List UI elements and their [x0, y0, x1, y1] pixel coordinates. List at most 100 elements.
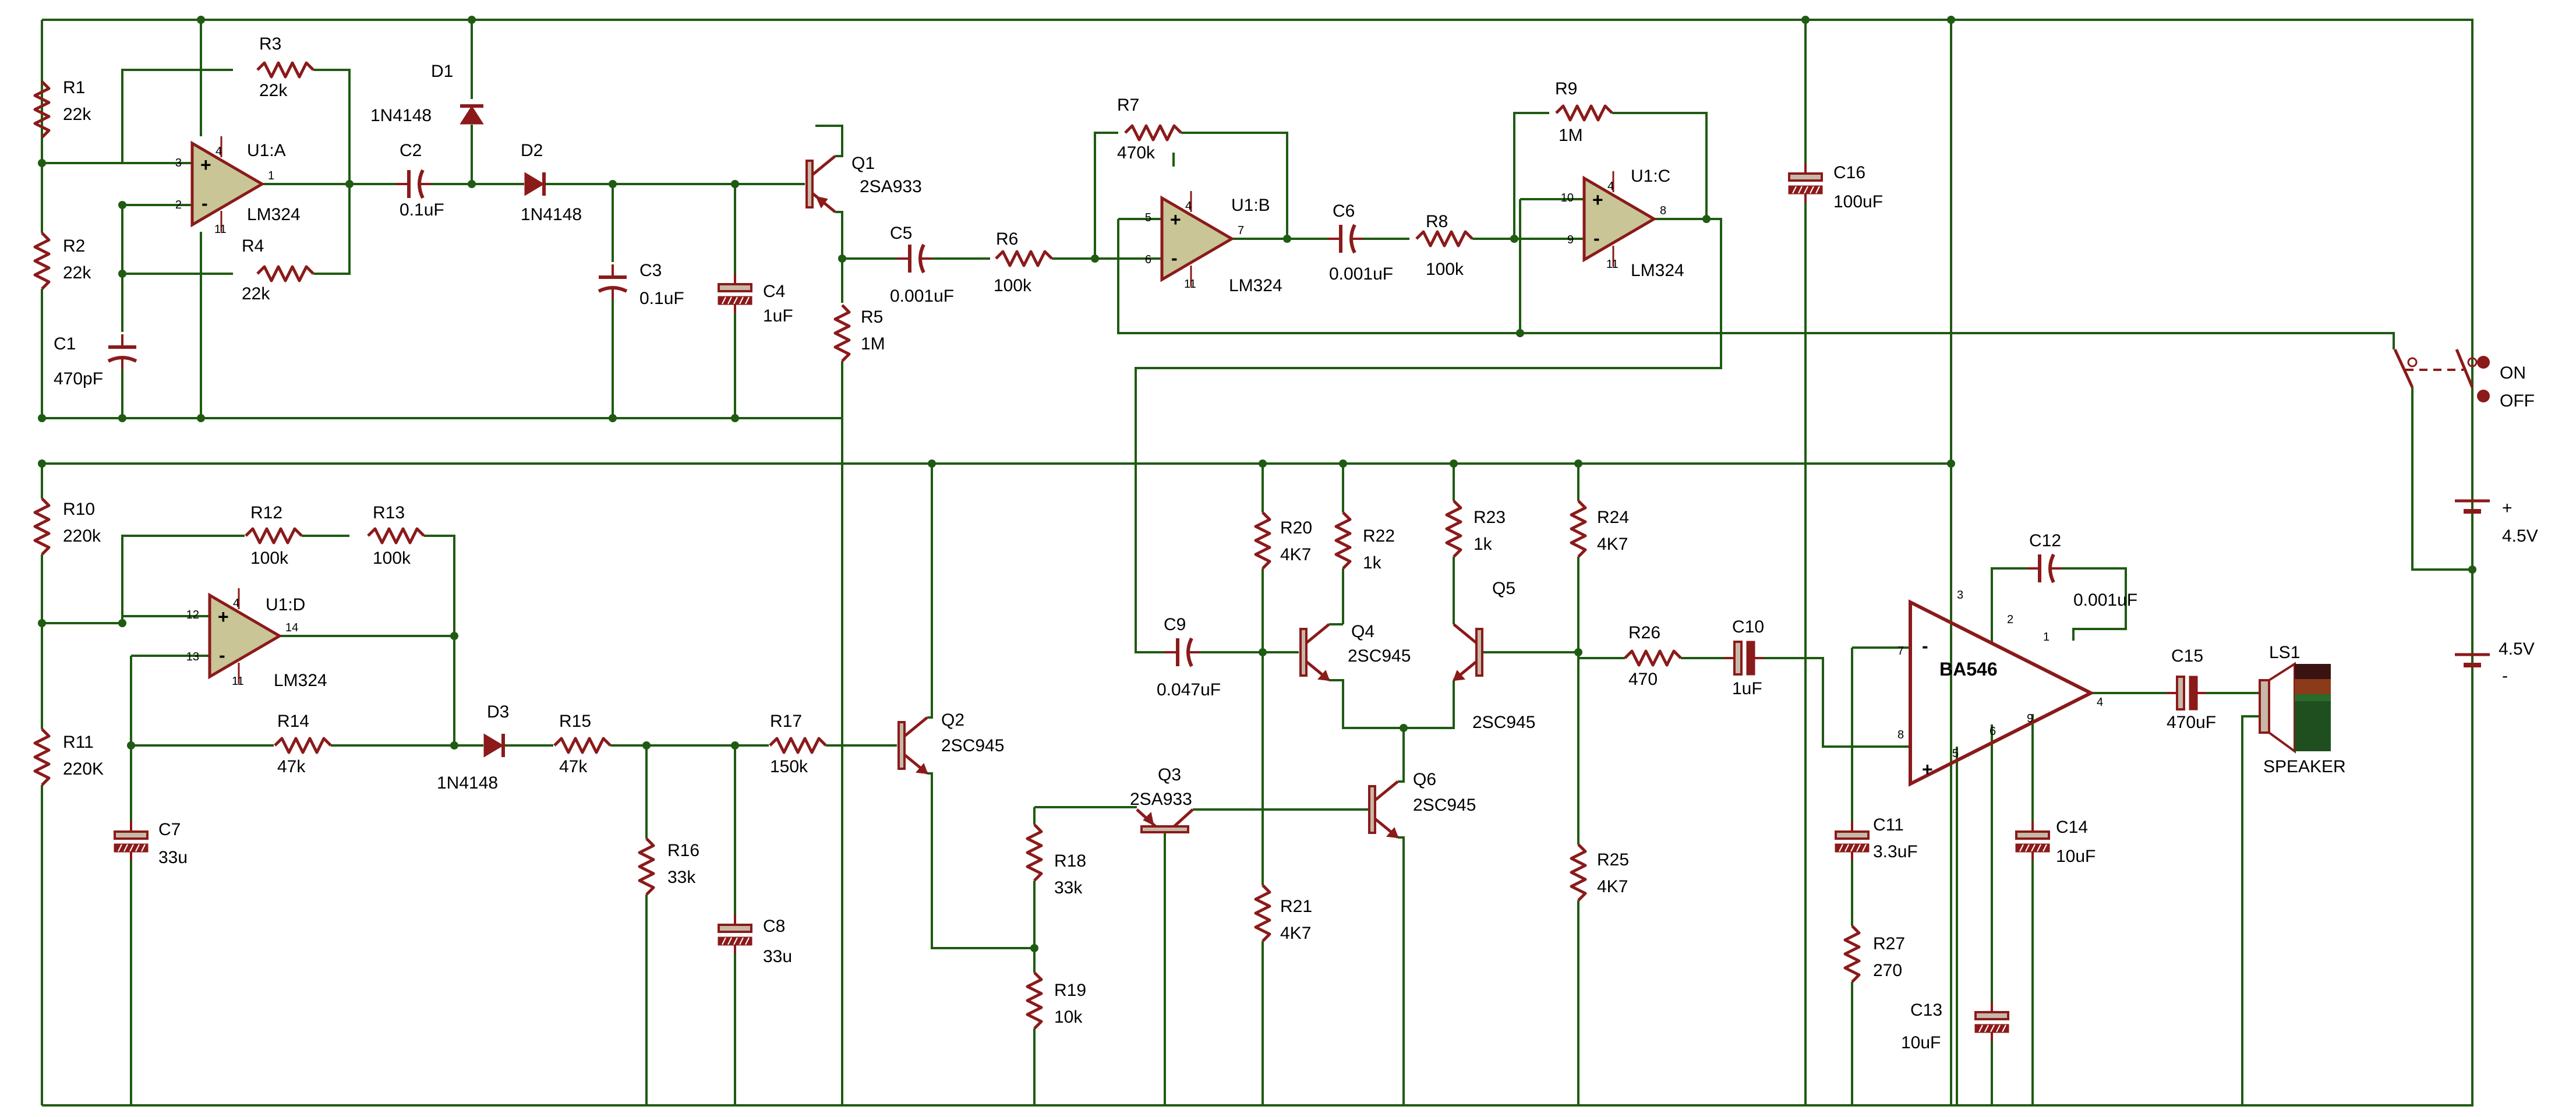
- r3-resistor: [256, 61, 315, 79]
- c12-capacitor: [2027, 553, 2062, 584]
- junction-dot: [345, 180, 354, 188]
- r26-ref-label: R26: [1628, 623, 1660, 642]
- u1c-opamp-pin-vplus: 4: [1607, 180, 1614, 193]
- wire: [1094, 132, 1118, 259]
- r25-value-label: 4K7: [1597, 877, 1628, 896]
- wire: [835, 211, 843, 259]
- ls1-ref-label: LS1: [2269, 643, 2300, 662]
- switch-on-dot: [2477, 356, 2490, 369]
- u1d-opamp-pin-inv: 13: [186, 651, 199, 663]
- r26-value-label: 470: [1628, 670, 1658, 689]
- r15-value-label: 47k: [559, 757, 588, 776]
- r5-value-label: 1M: [861, 334, 885, 354]
- r11-value-label: 220K: [63, 759, 104, 779]
- r19-ref-label: R19: [1054, 981, 1086, 1000]
- r24-ref-label: R24: [1597, 508, 1629, 527]
- r7-ref-label: R7: [1117, 96, 1139, 115]
- r11-resistor: [33, 728, 51, 786]
- junction-dot: [1947, 16, 1955, 24]
- r24-resistor: [1570, 500, 1587, 558]
- c13-electrolytic-capacitor: [1974, 1002, 2009, 1041]
- c1-value-label: 470pF: [54, 369, 103, 388]
- u1d-opamp-pin-noninv: 12: [186, 609, 199, 621]
- label-layer: R122kR222kC1470pF+-321411U1:ALM324R322kR…: [54, 34, 2538, 1052]
- ba546-plus-sign: +: [1922, 759, 1933, 780]
- q4-value-label: 2SC945: [1348, 646, 1411, 666]
- wire: [121, 69, 233, 163]
- power-switch: [2393, 348, 2490, 402]
- r8-value-label: 100k: [1426, 260, 1464, 279]
- u1d-opamp-pin-out: 14: [285, 621, 298, 634]
- r15-ref-label: R15: [559, 712, 591, 731]
- c15-ref-label: C15: [2171, 646, 2203, 666]
- r1-resistor: [33, 80, 51, 139]
- c15-electrolytic-capacitor: [2167, 676, 2206, 711]
- ba546-pin-1: 1: [2043, 631, 2050, 644]
- c16-ref-label: C16: [1833, 163, 1865, 182]
- d1-ref-label: D1: [431, 62, 453, 81]
- battery-lower: [2455, 653, 2490, 667]
- r14-value-label: 47k: [277, 757, 306, 776]
- d3-value-label: 1N4148: [437, 773, 498, 793]
- u1b-opamp-pin-inv: 6: [1145, 253, 1151, 266]
- d1-value-label: 1N4148: [370, 106, 432, 125]
- ba546-pin-6: 6: [1990, 725, 1996, 738]
- r25-resistor: [1570, 843, 1587, 902]
- ba546-pin-5: 5: [1952, 747, 1959, 760]
- u1a-opamp-pin-vminus: 11: [214, 223, 227, 236]
- c7-ref-label: C7: [158, 820, 181, 839]
- c4-ref-label: C4: [763, 282, 785, 301]
- r4-resistor: [256, 265, 315, 282]
- u1c-opamp: [1582, 171, 1657, 267]
- u1-d-ref-label: U1:D: [266, 595, 305, 614]
- u1a-opamp-pin-vplus: 4: [215, 145, 222, 158]
- d3-ref-label: D3: [487, 702, 509, 722]
- junction-dot: [1801, 16, 1810, 24]
- q6-npn-transistor: [1368, 780, 1399, 839]
- junction-dot: [2468, 565, 2476, 574]
- q4-npn-transistor: [1299, 623, 1330, 681]
- junction-dot: [197, 16, 205, 24]
- ba546-pin-7: 7: [1897, 645, 1904, 658]
- r23-ref-label: R23: [1473, 508, 1506, 527]
- r21-resistor: [1254, 884, 1271, 942]
- battery-upper-plus: +: [2502, 499, 2513, 518]
- ba546-pin-2: 2: [2007, 613, 2013, 626]
- switch-off-label: OFF: [2500, 391, 2535, 411]
- ba546-label: BA546: [1939, 659, 1998, 680]
- switch-off-dot: [2477, 390, 2490, 402]
- junction-dot: [468, 16, 476, 24]
- u1-a-ref-label: U1:A: [247, 141, 286, 160]
- r26-resistor: [1624, 649, 1682, 667]
- wire: [2241, 715, 2260, 1105]
- wire: [42, 19, 2473, 1107]
- wire: [1991, 567, 2027, 643]
- q5-value-label: 2SC945: [1472, 713, 1535, 732]
- u1b-opamp-pin-noninv: 5: [1145, 211, 1151, 224]
- junction-dot: [1283, 235, 1291, 243]
- r5-resistor: [833, 304, 851, 362]
- wire: [815, 125, 843, 134]
- r16-ref-label: R16: [667, 841, 699, 860]
- c11-value-label: 3.3uF: [1873, 842, 1918, 861]
- wire: [927, 464, 933, 719]
- q4-ref-label: Q4: [1351, 622, 1374, 641]
- r13-ref-label: R13: [373, 503, 405, 522]
- r14-ref-label: R14: [277, 712, 309, 731]
- r23-resistor: [1445, 500, 1462, 558]
- r8-resistor: [1415, 230, 1473, 248]
- wire: [41, 87, 122, 164]
- junction-dot: [38, 414, 46, 422]
- c7-electrolytic-capacitor: [114, 821, 149, 861]
- wire: [927, 772, 1034, 949]
- wire: [1764, 657, 1910, 748]
- wire: [1404, 680, 1455, 729]
- c14-electrolytic-capacitor: [2015, 821, 2050, 861]
- d3-diode: [483, 733, 505, 758]
- u1c-opamp-pin-out: 8: [1660, 204, 1666, 217]
- q2-value-label: 2SC945: [941, 736, 1004, 755]
- u1b-opamp-plus-sign: +: [1170, 209, 1181, 230]
- r6-ref-label: R6: [996, 229, 1018, 249]
- ba546-pin-8: 8: [1897, 729, 1904, 741]
